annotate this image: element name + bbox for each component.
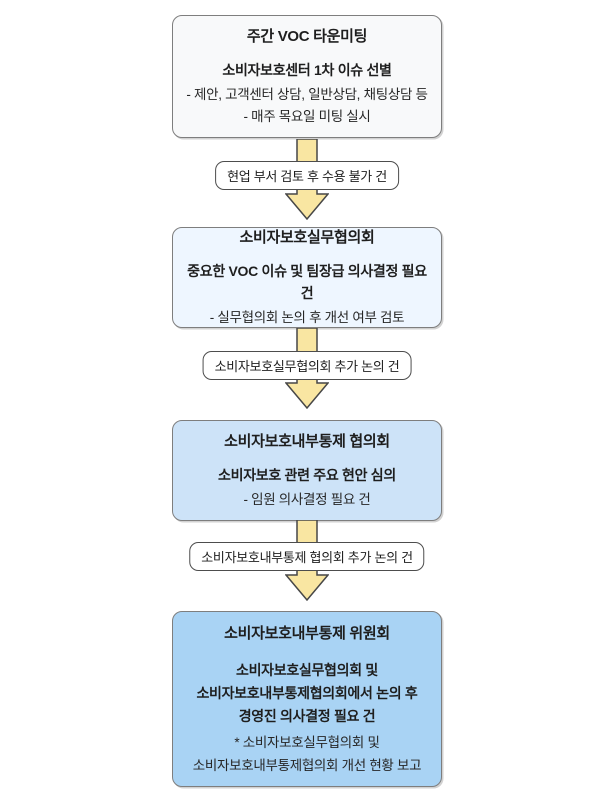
box-subtitle-line: 소비자보호내부통제협의회에서 논의 후 [196,684,418,701]
process-box-internal-control-council: 소비자보호내부통제 협의회 소비자보호 관련 주요 현안 심의 - 임원 의사결… [172,420,442,521]
box-title: 주간 VOC 타운미팅 [246,28,368,45]
box-detail-lines: * 소비자보호실무협의회 및 소비자보호내부통제협의회 개선 현황 보고 [193,731,422,777]
process-box-working-level-council: 소비자보호실무협의회 중요한 VOC 이슈 및 팀장급 의사결정 필요 건 - … [172,227,442,328]
box-subtitle-line: 경영진 의사결정 필요 건 [238,707,376,724]
connector-label-internal-control-further-discussion: 소비자보호내부통제 협의회 추가 논의 건 [189,542,425,571]
box-subtitle: 소비자보호 관련 주요 현안 심의 [218,467,396,483]
box-detail-lines: - 제안, 고객센터 상담, 일반상담, 채팅상담 등 - 매주 목요일 미팅 … [186,84,428,128]
box-detail-lines: - 임원 의사결정 필요 건 [243,489,370,511]
box-title: 소비자보호내부통제 협의회 [224,433,390,450]
process-box-internal-control-committee: 소비자보호내부통제 위원회 소비자보호실무협의회 및 소비자보호내부통제협의회에… [172,611,442,787]
connector-label-rejected-after-dept-review: 현업 부서 검토 후 수용 불가 건 [215,161,399,190]
process-box-weekly-voc-town-meeting: 주간 VOC 타운미팅 소비자보호센터 1차 이슈 선별 - 제안, 고객센터 … [172,15,442,138]
box-detail-line: - 매주 목요일 미팅 실시 [243,109,371,124]
box-detail-line: - 실무협의회 논의 후 개선 여부 검토 [209,310,405,325]
box-detail-line: - 임원 의사결정 필요 건 [243,492,371,507]
box-subtitle: 중요한 VOC 이슈 및 팀장급 의사결정 필요 건 [187,263,427,301]
box-subtitle: 소비자보호센터 1차 이슈 선별 [222,62,392,78]
box-detail-lines: - 실무협의회 논의 후 개선 여부 검토 [210,307,405,329]
box-detail-line: - 제안, 고객센터 상담, 일반상담, 채팅상담 등 [186,87,428,102]
box-detail-line: 소비자보호내부통제협의회 개선 현황 보고 [192,757,422,773]
box-title: 소비자보호내부통제 위원회 [224,624,390,642]
box-title: 소비자보호실무협의회 [239,229,375,246]
connector-label-council-further-discussion: 소비자보호실무협의회 추가 논의 건 [202,351,412,380]
box-detail-line: * 소비자보호실무협의회 및 [234,734,380,750]
box-subtitle-line: 소비자보호실무협의회 및 [236,661,378,678]
